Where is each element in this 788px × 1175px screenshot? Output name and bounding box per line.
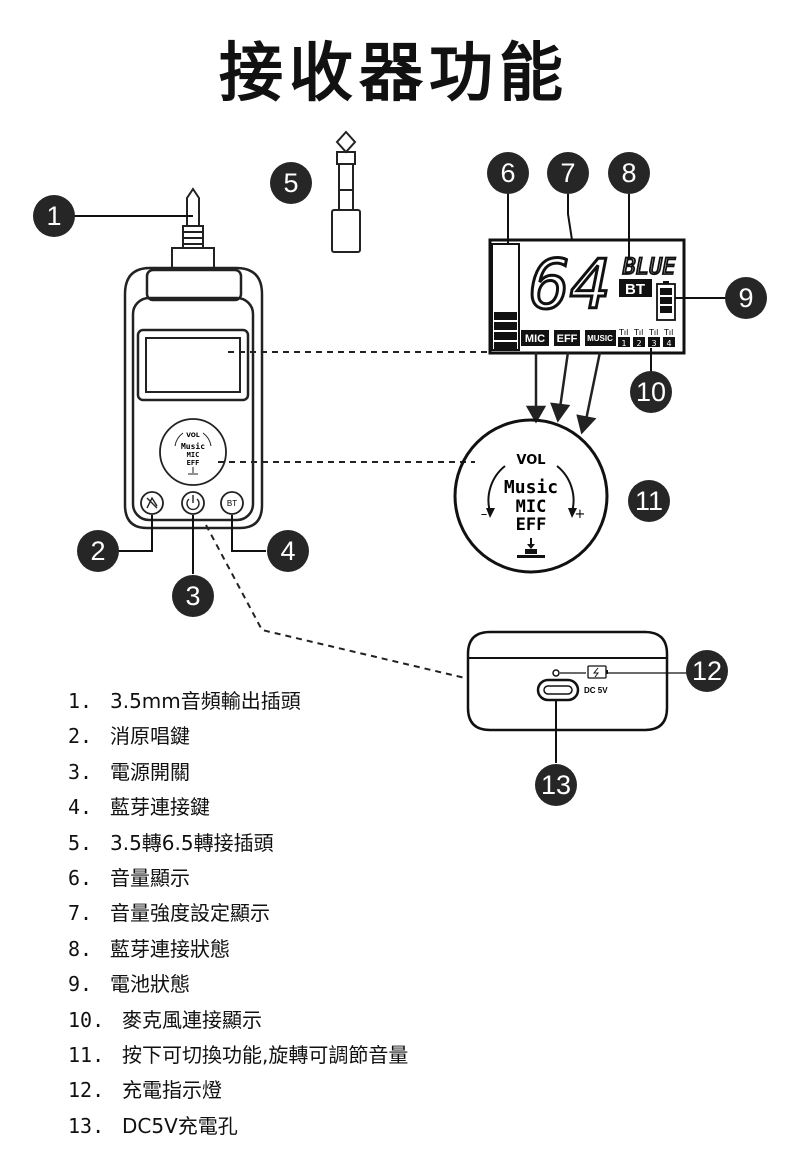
charge-led [552,669,560,677]
dc-port[interactable] [536,678,580,702]
badge-10: 10 [630,371,672,413]
svg-text:9: 9 [738,283,753,313]
svg-text:4: 4 [280,536,295,566]
badge-3: 3 [172,575,214,617]
legend-item: 12.充電指示燈 [68,1078,222,1103]
antenna-icon: Tıl [648,328,658,337]
legend-item: 4.藍芽連接鍵 [68,795,210,820]
legend-item: 3.電源開關 [68,759,190,784]
badge-8: 8 [608,152,650,194]
antenna-icon: Tıl [618,328,628,337]
channel-2: 2 [636,339,641,348]
port-label: DC 5V [584,686,608,695]
function-knob[interactable]: VOL Music MIC EFF – + [453,418,609,574]
small-knob-music: Music [181,441,205,451]
blue-label: BLUE [623,255,677,280]
small-knob-mic: MIC [187,451,200,459]
legend-item: 10.麥克風連接顯示 [68,1007,262,1032]
volume-digits: 64 [529,246,611,325]
audio-plug-3-5mm [171,187,215,271]
volume-level-bar [491,243,520,351]
svg-text:10: 10 [636,377,666,407]
svg-text:5: 5 [283,168,298,198]
svg-text:12: 12 [692,656,722,686]
svg-text:1: 1 [46,201,61,231]
svg-text:6: 6 [500,158,515,188]
svg-text:7: 7 [560,158,575,188]
channel-3: 3 [651,339,656,348]
legend-list: 1.3.5mm音頻輸出插頭 2.消原唱鍵 3.電源開關 4.藍芽連接鍵 5.3.… [68,684,408,1144]
channel-4: 4 [666,339,671,348]
badge-5: 5 [270,162,312,204]
badge-11: 11 [628,480,670,522]
vocal-remove-icon [146,496,158,509]
battery-icon [656,281,676,321]
legend-item: 9.電池狀態 [68,972,190,997]
receiver-screen [136,328,250,402]
legend-item: 8.藍芽連接狀態 [68,936,230,961]
svg-text:3: 3 [185,581,200,611]
badge-2: 2 [77,530,119,572]
legend-item: 6.音量顯示 [68,865,190,890]
svg-text:11: 11 [635,486,663,516]
receiver-body [123,266,264,530]
eff-indicator: EFF [557,333,578,345]
knob-mic-label: MIC [516,497,547,517]
vocal-remove-button[interactable] [140,491,164,515]
legend-item: 1.3.5mm音頻輸出插頭 [68,689,301,713]
bt-indicator: BT [625,281,645,298]
badge-1: 1 [33,195,75,237]
legend-item: 5.3.5轉6.5轉接插頭 [68,830,274,855]
antenna-icon: Tıl [663,328,673,337]
bt-button-label: BT [227,499,237,508]
adapter-plug [331,130,361,253]
legend-item: 2.消原唱鍵 [68,724,190,749]
press-icon [517,538,545,558]
leader-lines [72,194,727,763]
svg-text:2: 2 [90,536,105,566]
knob-eff-label: EFF [516,515,547,535]
small-knob[interactable]: VOL Music MIC EFF [159,418,227,486]
badge-9: 9 [725,277,767,319]
receiver-bottom-view: DC 5V [466,630,690,732]
small-knob-vol: VOL [186,432,200,439]
badge-4: 4 [267,530,309,572]
power-icon [186,498,200,511]
legend-item: 11.按下可切換功能,旋轉可調節音量 [68,1042,409,1067]
charge-battery-icon [587,665,607,679]
badge-6: 6 [487,152,529,194]
badge-12: 12 [686,650,728,692]
legend-item: 13.DC5V充電孔 [68,1113,238,1138]
knob-vol-label: VOL [516,453,545,468]
music-indicator: MUSIC [587,334,613,343]
knob-plus: + [575,507,586,522]
mic-indicator: MIC [525,333,545,345]
dashed-connectors [205,351,490,679]
power-button[interactable] [181,491,205,515]
svg-text:13: 13 [541,770,571,800]
svg-text:8: 8 [621,158,636,188]
small-knob-eff: EFF [187,459,200,467]
knob-minus: – [481,507,488,522]
page-title: 接收器功能 [219,37,569,111]
badge-13: 13 [535,764,577,806]
mic-channels: Tıl 1 Tıl 2 Tıl 3 Tıl 4 [618,328,675,348]
channel-1: 1 [621,339,626,348]
knob-music-label: Music [504,477,558,498]
indicator-arrows [525,351,602,435]
badge-7: 7 [547,152,589,194]
lcd-display: 64 BLUE BT MIC EFF MUSIC Tıl 1 Tıl 2 Tıl [488,238,686,355]
bt-button[interactable]: BT [220,491,244,515]
antenna-icon: Tıl [633,328,643,337]
legend-item: 7.音量強度設定顯示 [68,901,270,926]
